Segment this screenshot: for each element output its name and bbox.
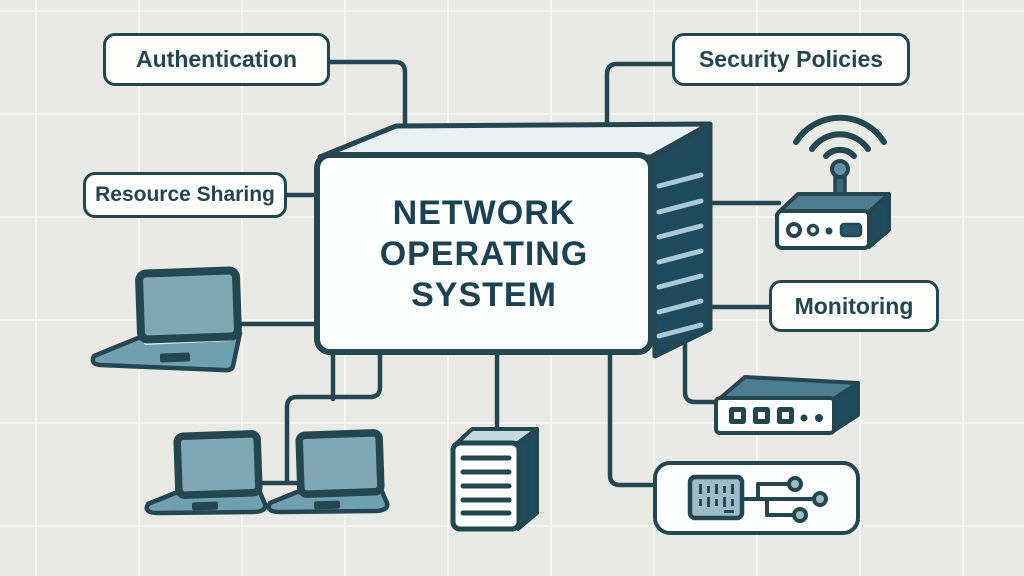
laptop-icon-bottom-1 [144, 430, 268, 516]
router-antenna-knob [830, 159, 850, 179]
connector-authentication [327, 59, 408, 153]
router-led-large [786, 222, 802, 238]
chip-icon [687, 474, 745, 521]
network-card-icon [653, 461, 860, 535]
chip-pins [699, 484, 734, 513]
laptop-icon-bottom-2 [266, 429, 390, 515]
monitoring-label-text: Monitoring [794, 292, 914, 319]
router-port [839, 222, 863, 238]
nos-box [314, 121, 713, 359]
router-front-face [775, 209, 871, 250]
network-card-traces [740, 482, 816, 517]
laptop-touchpad [159, 352, 191, 363]
document-icon [450, 427, 539, 532]
resource-sharing-label-text: Resource Sharing [95, 183, 275, 206]
vent-lines-icon [656, 172, 704, 339]
laptop-base [90, 330, 243, 373]
wireless-router-icon [775, 114, 891, 250]
laptop-icon-left [90, 266, 243, 373]
network-node-bottom [792, 507, 808, 523]
laptop-touchpad [313, 500, 341, 510]
network-node-top [787, 476, 803, 492]
router-led-medium [806, 223, 820, 237]
switch-front-face [714, 396, 836, 435]
laptop-screen [135, 266, 242, 344]
network-switch-icon [714, 375, 860, 435]
laptop-screen [295, 429, 385, 498]
nos-box-side-face [648, 121, 713, 359]
nos-title-line-2: OPERATING [379, 235, 589, 273]
monitoring-label: Monitoring [769, 280, 939, 332]
nos-box-front-face [314, 152, 654, 355]
laptop-screen [173, 430, 263, 499]
switch-ports [729, 407, 823, 424]
authentication-label: Authentication [103, 33, 330, 86]
connector-security-policies [604, 61, 675, 153]
nos-title: NETWORK OPERATING SYSTEM [317, 157, 651, 352]
nos-title-line-1: NETWORK [392, 194, 576, 232]
connector-switch [682, 335, 723, 405]
wifi-signal-icon [793, 114, 887, 159]
security-policies-label: Security Policies [672, 33, 910, 86]
nos-title-line-3: SYSTEM [411, 276, 557, 314]
connector-lines [237, 59, 782, 488]
connector-laptops-bottom [255, 347, 383, 486]
security-policies-label-text: Security Policies [698, 46, 884, 72]
laptop-touchpad [191, 501, 219, 511]
network-node-middle [812, 491, 828, 507]
router-led-dot [825, 227, 833, 235]
resource-sharing-label: Resource Sharing [83, 172, 287, 218]
authentication-label-text: Authentication [136, 46, 297, 72]
document-text-lines [460, 455, 512, 516]
connector-network-card [607, 347, 661, 488]
